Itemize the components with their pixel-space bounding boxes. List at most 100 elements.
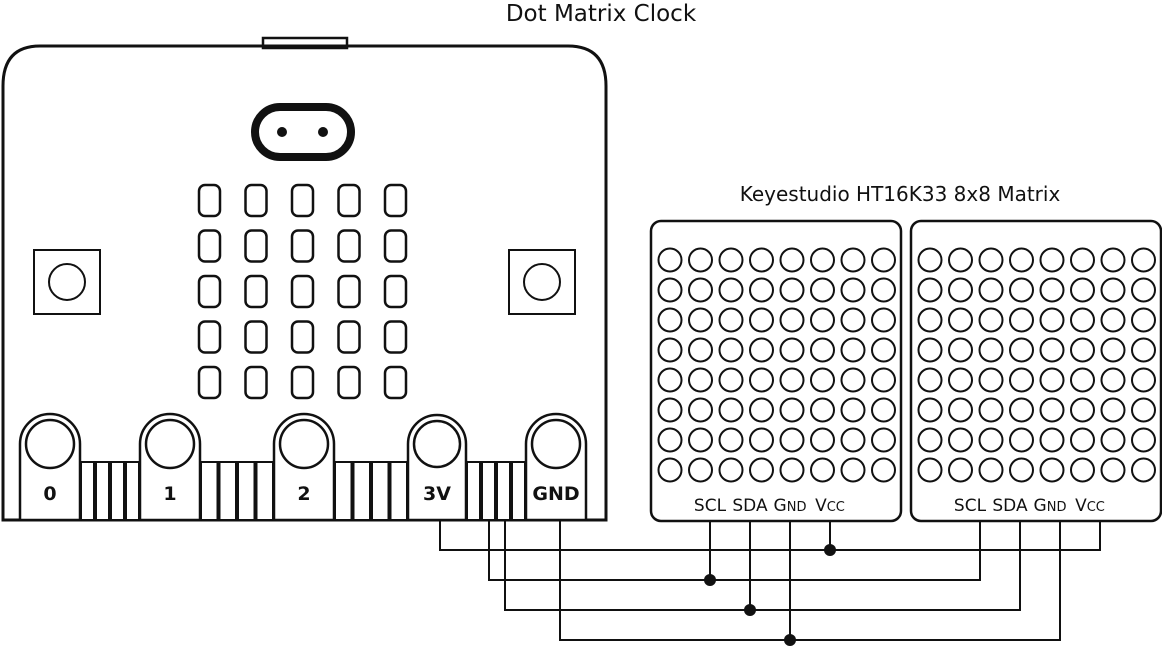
matrix-led — [1070, 397, 1095, 423]
wire-gnd — [559, 520, 1061, 641]
matrix-led — [917, 307, 943, 333]
small-pin — [218, 461, 237, 521]
led-4-0 — [197, 365, 222, 400]
matrix-led — [718, 367, 744, 393]
button-a[interactable] — [33, 249, 101, 315]
small-pin — [334, 461, 353, 521]
pin-label: 2 — [297, 483, 310, 505]
matrix-led — [718, 247, 744, 273]
matrix-led — [657, 397, 683, 423]
led-2-0 — [197, 274, 222, 309]
matrix-pin-label: VCC — [815, 496, 845, 516]
led-0-1 — [244, 183, 268, 218]
small-pin — [255, 461, 274, 521]
matrix-led — [978, 307, 1004, 333]
led-1-0 — [197, 229, 222, 263]
pin-2[interactable]: 2 — [272, 412, 336, 522]
matrix-led — [779, 247, 805, 273]
small-pin — [95, 461, 110, 521]
matrix-led — [1039, 277, 1065, 303]
wire-3v-vcc — [439, 520, 1101, 551]
matrix-led — [779, 367, 805, 393]
button-b[interactable] — [508, 249, 576, 315]
matrix-led — [948, 367, 973, 393]
matrix-led — [718, 397, 744, 423]
matrix-led — [1070, 427, 1095, 453]
matrix-led — [978, 337, 1004, 363]
led-2-2 — [290, 274, 315, 309]
usb-connector — [261, 36, 349, 50]
matrix-led — [718, 457, 744, 483]
matrix-led — [1009, 427, 1034, 453]
matrix-led — [1070, 247, 1095, 273]
matrix-led — [917, 277, 943, 303]
led-1-4 — [383, 229, 408, 263]
small-pin — [371, 461, 390, 521]
small-pin — [237, 461, 256, 521]
pin-hole — [412, 419, 462, 469]
led-4-2 — [290, 365, 315, 400]
matrix-led — [1131, 457, 1156, 483]
matrix-led — [657, 277, 683, 303]
led-2-1 — [244, 274, 268, 309]
pin-3v[interactable]: 3V — [406, 413, 468, 522]
matrix-led — [1039, 367, 1065, 393]
matrix-led — [978, 247, 1004, 273]
matrix-led — [917, 457, 943, 483]
pin-gnd[interactable]: GND — [524, 412, 588, 522]
matrix-led — [749, 457, 774, 483]
matrix-led — [1100, 247, 1126, 273]
wires — [439, 520, 1101, 646]
small-pin — [80, 461, 95, 521]
matrix-led — [1009, 457, 1034, 483]
matrix-led — [1009, 277, 1034, 303]
matrix-led — [1039, 307, 1065, 333]
matrix-led — [779, 397, 805, 423]
matrix-pin-label: SCL — [954, 496, 987, 516]
matrix-led — [779, 427, 805, 453]
matrix-led — [749, 277, 774, 303]
small-pin — [125, 461, 140, 521]
pin-label: 0 — [43, 483, 56, 505]
led-grid — [197, 183, 408, 400]
led-0-0 — [197, 183, 222, 218]
matrix-led — [978, 367, 1004, 393]
matrix-led — [1100, 427, 1126, 453]
matrix-led — [948, 277, 973, 303]
small-pin — [389, 461, 408, 521]
pin-0[interactable]: 0 — [18, 412, 82, 522]
matrix-led — [871, 457, 896, 483]
matrix-led — [749, 427, 774, 453]
matrix-led — [688, 427, 713, 453]
led-0-2 — [290, 183, 315, 218]
matrix-led — [1009, 307, 1034, 333]
matrix-led — [1131, 397, 1156, 423]
edge-pins: 0 1 2 3V GND — [18, 412, 588, 522]
matrix-led — [779, 457, 805, 483]
matrix-led — [948, 337, 973, 363]
led-4-4 — [383, 365, 408, 400]
matrix-led — [948, 457, 973, 483]
matrix-led — [1039, 397, 1065, 423]
matrix-led — [917, 337, 943, 363]
matrix-led — [810, 307, 835, 333]
matrix-led — [1131, 337, 1156, 363]
pin-label: 3V — [423, 483, 451, 505]
matrix-led — [718, 427, 744, 453]
led-1-1 — [244, 229, 268, 263]
matrix-led — [779, 277, 805, 303]
pin-1[interactable]: 1 — [138, 412, 202, 522]
matrix-led — [657, 337, 683, 363]
matrix-led — [749, 307, 774, 333]
matrix-led — [749, 337, 774, 363]
pin-hole — [144, 418, 196, 470]
matrix-led — [917, 427, 943, 453]
matrix-pin-label: SDA — [992, 496, 1028, 516]
matrix-title: Keyestudio HT16K33 8x8 Matrix — [740, 182, 1061, 206]
small-pin — [110, 461, 125, 521]
matrix-led — [917, 247, 943, 273]
matrix-led — [978, 397, 1004, 423]
